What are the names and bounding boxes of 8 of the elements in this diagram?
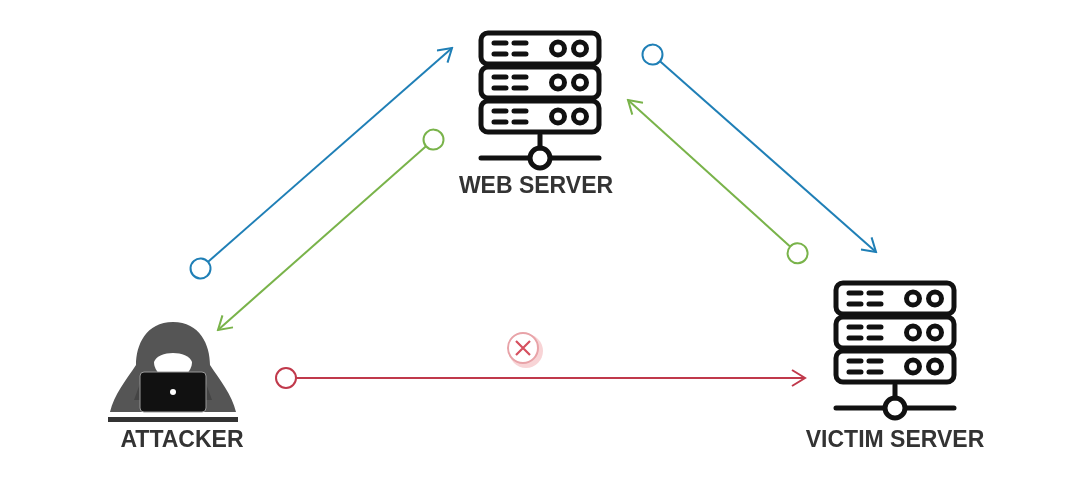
arrow [189,47,453,280]
node-label: WEB SERVER [457,172,615,199]
node-label: VICTIM SERVER [804,426,986,453]
arrow [627,99,809,265]
arrow [641,43,877,253]
arrow [275,367,806,389]
node-label: ATTACKER [119,426,245,453]
arrow [217,128,445,331]
